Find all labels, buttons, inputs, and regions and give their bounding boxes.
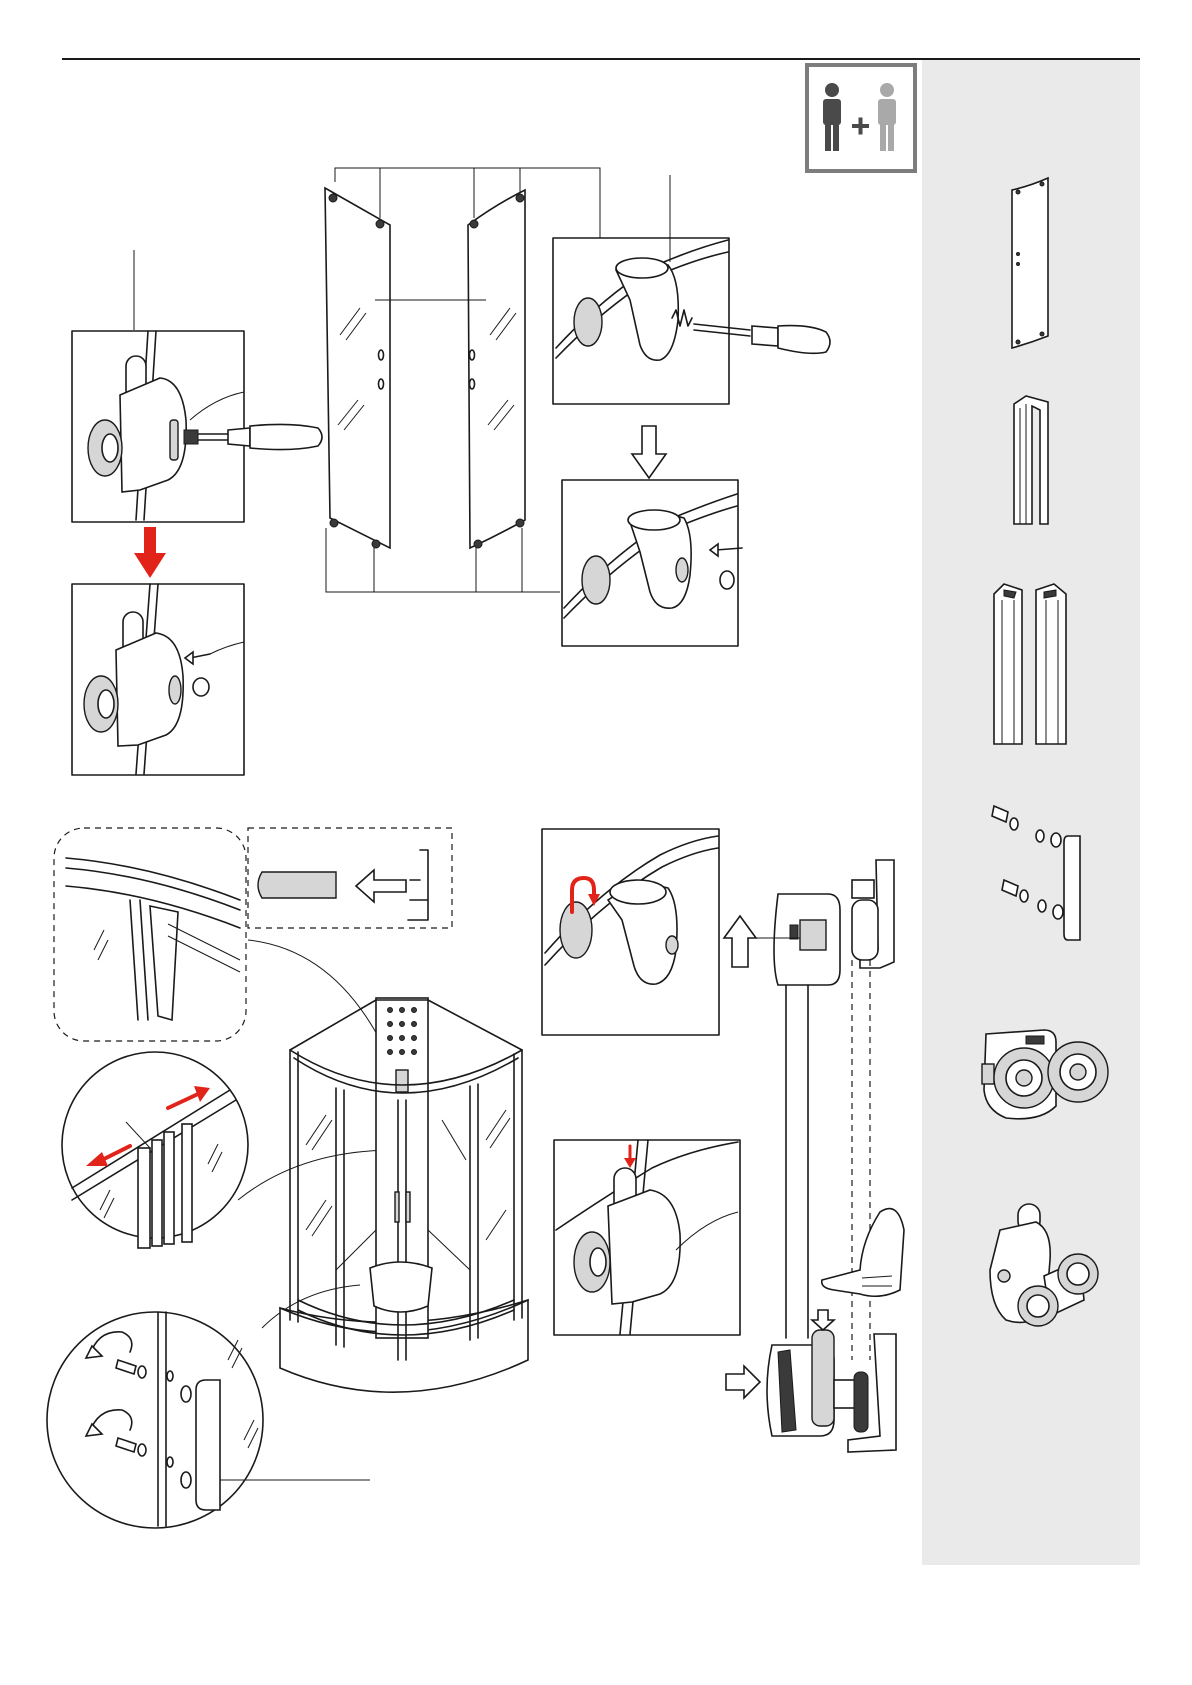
roller-detail-lower-right <box>554 1140 740 1335</box>
glass-panels-diagram <box>325 168 600 592</box>
roller-detail-left-upper <box>72 250 322 522</box>
outline-down-arrow <box>632 426 666 478</box>
screwdriver-icon <box>694 324 830 353</box>
door-cross-section <box>726 860 904 1452</box>
pointing-hand-icon <box>822 1209 904 1297</box>
shower-cabin-diagram <box>280 998 528 1392</box>
roller-detail-left-lower <box>72 584 244 775</box>
red-arrow-icon <box>134 527 166 578</box>
part-corner-profile-pair <box>994 584 1066 744</box>
part-door-handle <box>992 806 1080 940</box>
part-curved-glass-panel <box>1012 178 1048 348</box>
roller-detail-hook <box>542 829 719 1035</box>
profile-detail-circle <box>62 1052 248 1248</box>
outline-up-arrow <box>724 916 756 967</box>
part-top-roller <box>982 1030 1108 1119</box>
part-bottom-roller <box>990 1204 1098 1326</box>
roller-detail-right-lower <box>562 480 742 646</box>
screwdriver-icon <box>184 424 322 449</box>
part-vertical-profile <box>1014 396 1048 524</box>
roller-detail-right-upper <box>553 175 830 404</box>
